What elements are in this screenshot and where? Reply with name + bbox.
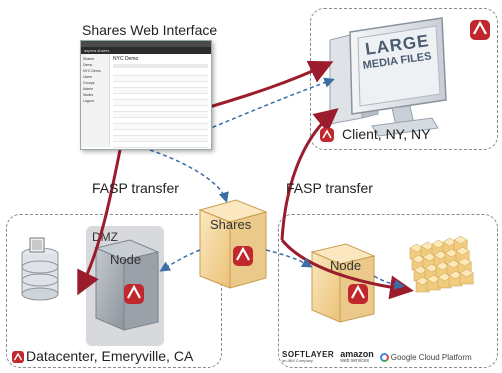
web-toolbar <box>113 64 208 68</box>
datacenter-label: Datacenter, Emeryville, CA <box>26 348 194 364</box>
cloud-logos-bar: SOFTLAYER an IBM Company amazon web serv… <box>282 346 492 368</box>
web-file-row[interactable] <box>113 70 208 76</box>
fasp-arrow-datacenter <box>77 149 122 296</box>
softlayer-logo: SOFTLAYER an IBM Company <box>282 351 334 363</box>
web-sidebar-item[interactable]: Logout <box>83 99 94 103</box>
control-arrow-shares-to-cloud <box>265 249 313 268</box>
storage-grid-icon <box>409 235 474 293</box>
fasp-label-left: FASP transfer <box>92 180 179 196</box>
aspera-logo-icon <box>12 351 24 363</box>
client-label: Client, NY, NY <box>342 126 431 142</box>
web-sidebar-item[interactable]: Nodes <box>83 93 94 97</box>
web-file-row[interactable] <box>113 148 208 149</box>
softlayer-text: SOFTLAYER <box>282 350 335 359</box>
datacenter-node-label: Node <box>110 252 142 267</box>
fasp-arrow-cloud-to-storage <box>280 239 414 300</box>
shares-label: Shares <box>210 217 252 232</box>
web-file-row[interactable] <box>113 124 208 130</box>
control-arrow-web-to-shares <box>149 149 229 203</box>
client-computer <box>329 17 447 137</box>
web-sidebar-item[interactable]: Groups <box>83 81 95 85</box>
web-file-row[interactable] <box>113 112 208 118</box>
amazon-sub: web services <box>340 358 370 364</box>
web-file-row[interactable] <box>113 130 208 136</box>
fasp-arrow-client <box>205 60 334 110</box>
fasp-arrow-cloud-to-client <box>280 108 339 241</box>
app-topbar: aspera shares <box>81 47 211 54</box>
database-icon <box>21 237 59 301</box>
storage-cube <box>459 268 474 278</box>
amazon-text: amazon <box>340 349 374 359</box>
storage-cube <box>455 246 470 256</box>
aspera-logo-icon <box>124 284 144 304</box>
google-cloud-logo: Google Cloud Platform <box>379 352 472 362</box>
storage-cube <box>457 257 472 267</box>
google-cloud-icon <box>379 352 389 362</box>
web-file-row[interactable] <box>113 142 208 148</box>
aspera-logo-icon <box>320 128 334 142</box>
amazon-logo: amazon web services <box>340 350 374 364</box>
web-sidebar-item[interactable]: NYC Demo <box>83 69 101 73</box>
browser-titlebar <box>81 41 211 47</box>
aspera-logo-icon <box>348 284 368 304</box>
softlayer-sub: an IBM Company <box>282 358 313 363</box>
cloud-node-label: Node <box>330 258 362 273</box>
web-main: NYC Demo <box>110 54 211 149</box>
web-file-row[interactable] <box>113 88 208 94</box>
web-file-row[interactable] <box>113 136 208 142</box>
web-heading: NYC Demo <box>113 56 139 62</box>
aspera-logo-icon <box>470 20 490 40</box>
web-sidebar-item[interactable]: Users <box>83 75 93 79</box>
google-cloud-text: Google Cloud Platform <box>390 352 472 362</box>
web-sidebar-item[interactable]: Admin <box>83 87 93 91</box>
fasp-label-right: FASP transfer <box>286 180 373 196</box>
app-topbar-text: aspera shares <box>84 48 110 53</box>
aspera-logo-icon <box>233 246 253 266</box>
web-file-row[interactable] <box>113 100 208 106</box>
web-interface-title: Shares Web Interface <box>82 22 218 38</box>
web-file-row[interactable] <box>113 94 208 100</box>
web-file-row[interactable] <box>113 106 208 112</box>
web-file-row[interactable] <box>113 82 208 88</box>
web-file-list <box>113 70 208 149</box>
shares-cube <box>198 199 268 289</box>
control-arrow-web-to-client <box>205 77 335 131</box>
web-sidebar-item[interactable]: Shares <box>83 57 95 61</box>
control-arrow-shares-to-datacenter <box>159 249 201 272</box>
web-sidebar-item[interactable]: Demo <box>83 63 93 67</box>
web-file-row[interactable] <box>113 118 208 124</box>
storage-cube <box>453 235 468 245</box>
web-file-row[interactable] <box>113 76 208 82</box>
control-arrow-cloud-to-storage <box>373 275 405 290</box>
